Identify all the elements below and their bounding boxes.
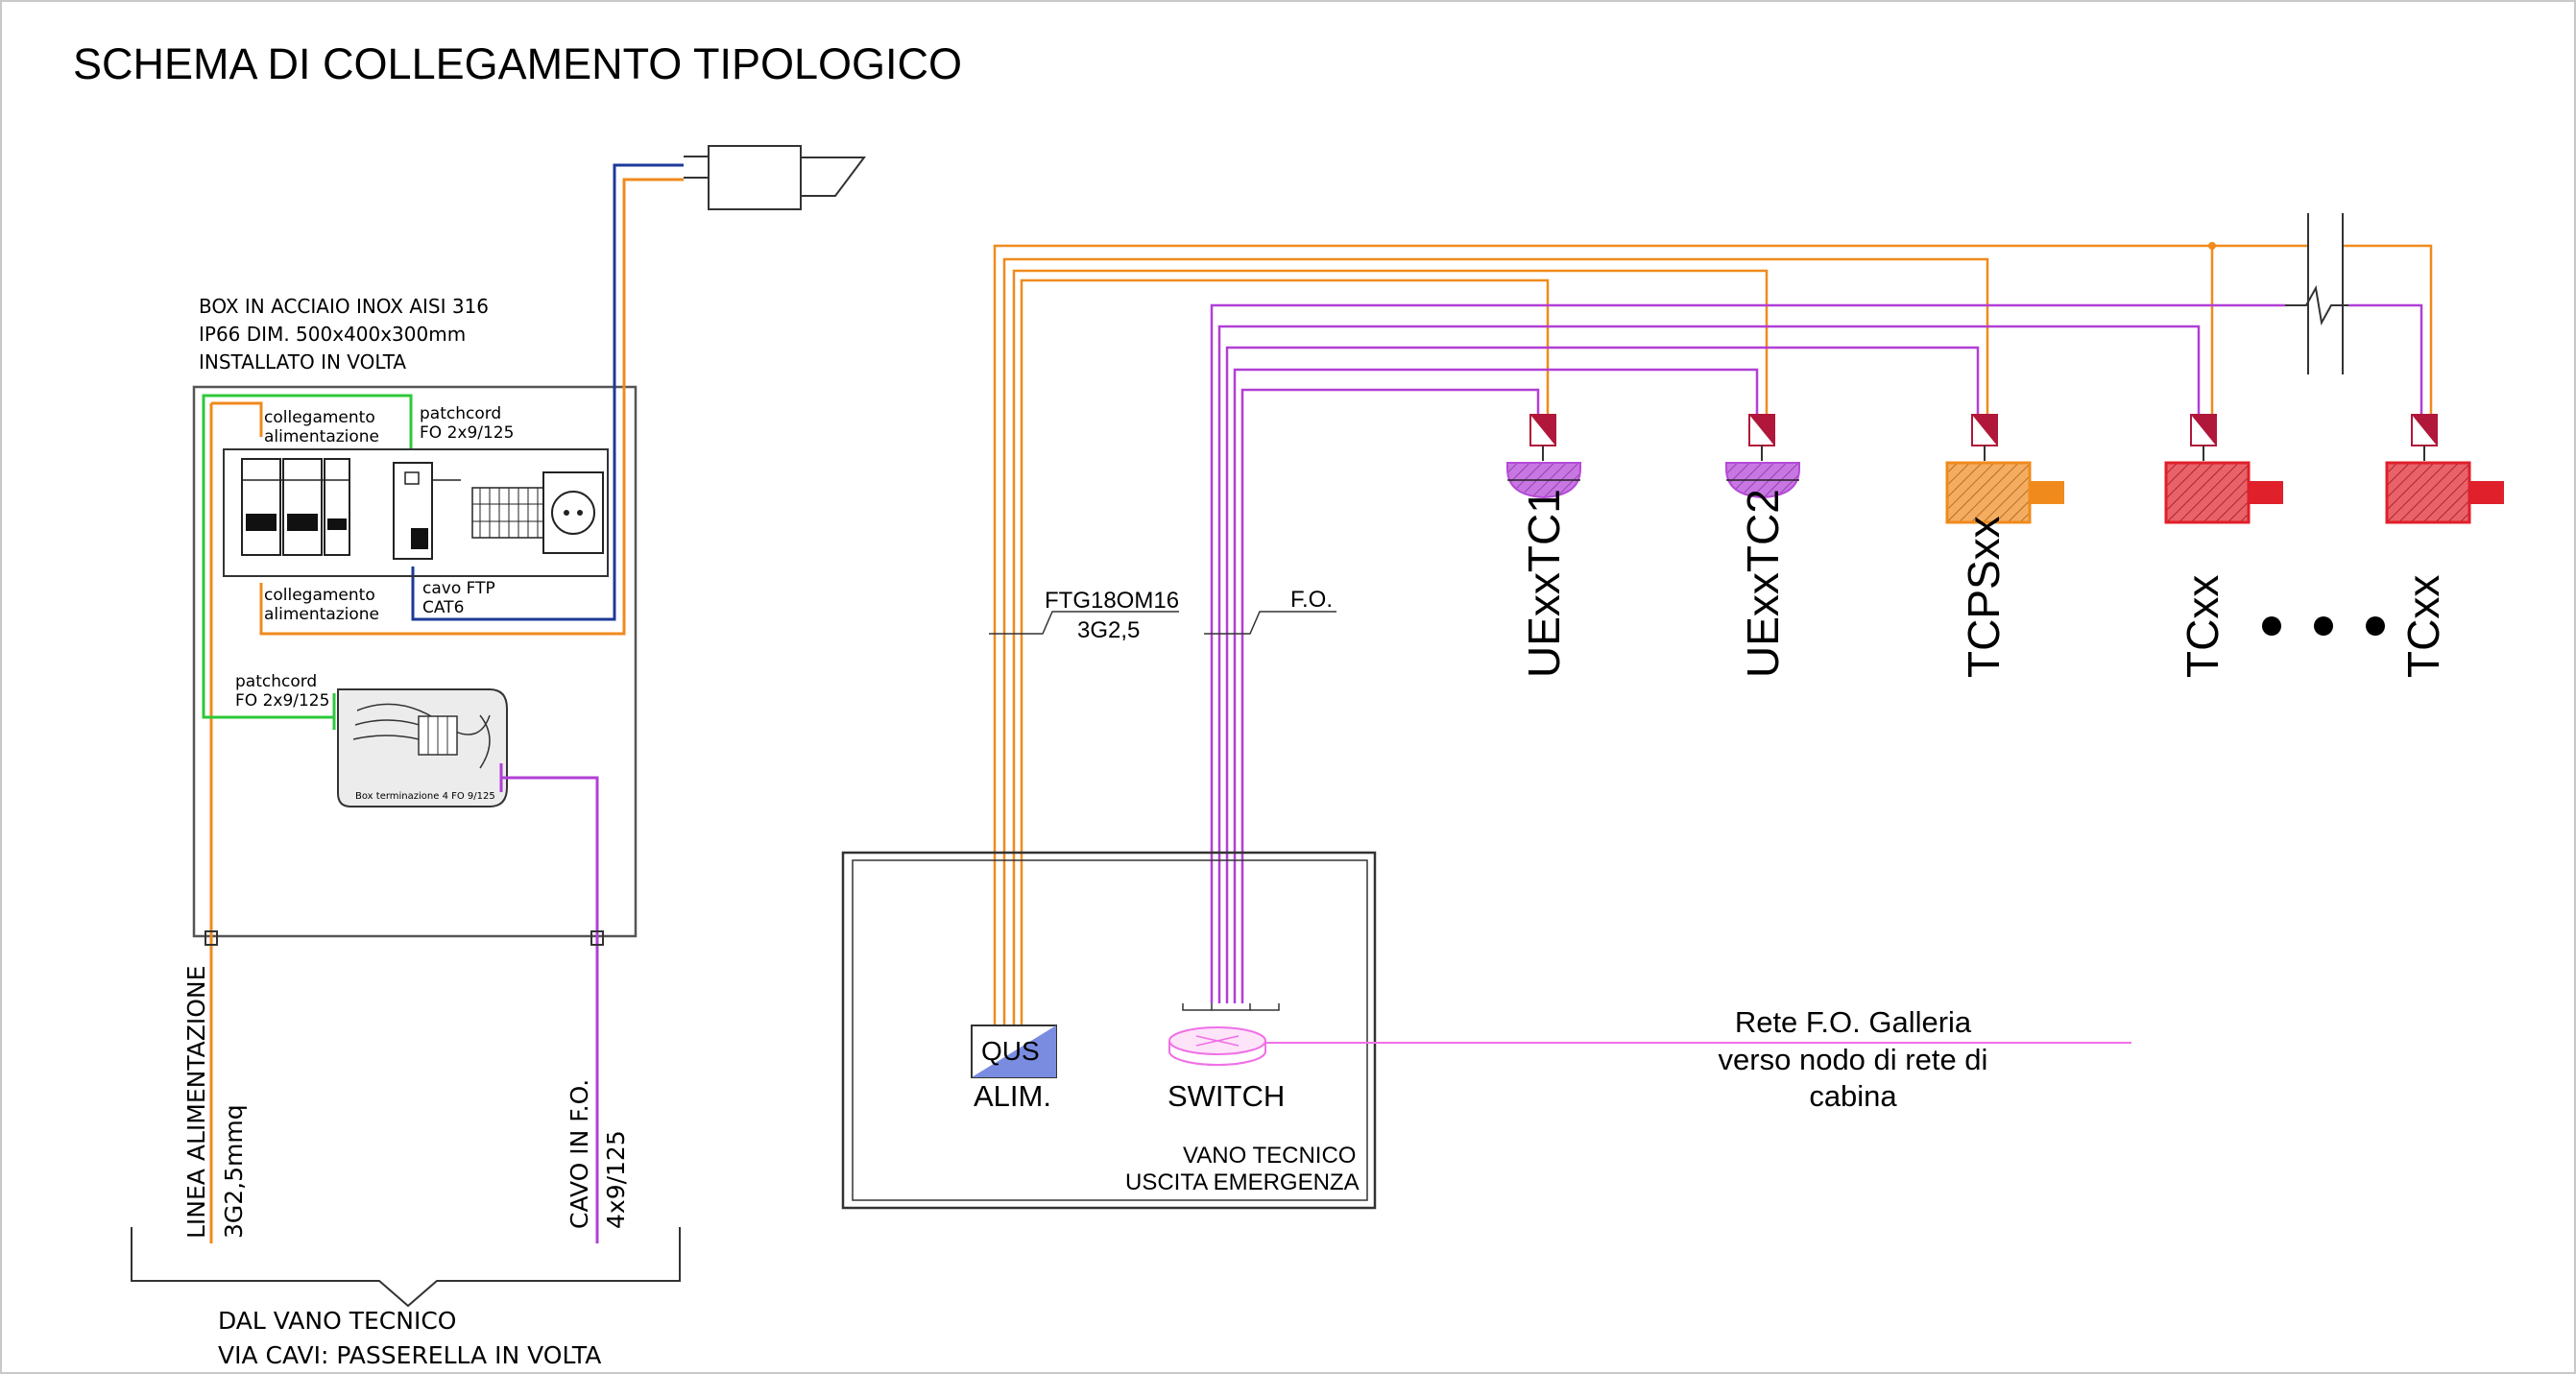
box-desc-line-2: IP66 DIM. 500x400x300mm: [199, 323, 466, 346]
device-label: UExxTC1: [1519, 489, 1569, 678]
origin-bracket: [131, 1227, 681, 1308]
qus-panel: QUS: [971, 1024, 1057, 1078]
device-tcxx-1: TCxx: [2164, 414, 2283, 678]
box-desc-line-1: BOX IN ACCIAIO INOX AISI 316: [199, 295, 489, 318]
device-tcxx-2: TCxx: [2385, 414, 2504, 678]
power-bus-label-2: 3G2,5: [1077, 617, 1140, 643]
circuit-breaker-2: [282, 458, 323, 556]
ftp-cable: [411, 163, 684, 621]
stainless-box: [192, 385, 638, 938]
alim-label: ALIM.: [974, 1079, 1051, 1113]
room-label-1: VANO TECNICO: [1183, 1143, 1356, 1169]
room-label-2: USCITA EMERGENZA: [1125, 1169, 1360, 1195]
fiber-input-cable: [499, 763, 599, 936]
power-line-label-1: LINEA ALIMENTAZIONE: [182, 966, 210, 1239]
network-label-2: verso nodo di rete di: [1719, 1043, 1988, 1076]
power-bus-label: FTG18OM16 3G2,5: [989, 588, 1179, 643]
din-rail-panel: [223, 448, 609, 577]
label-patchcord-top-1: patchcord: [420, 404, 501, 423]
device-uexxtc2: UExxTC2: [1725, 414, 1800, 678]
label-patchcord-left-2: FO 2x9/125: [235, 691, 329, 711]
device-label: TCxx: [2178, 575, 2227, 678]
fiber-bus: [1210, 303, 2423, 1003]
device-label: TCxx: [2398, 575, 2448, 678]
label-ftp-cable-2: CAT6: [422, 598, 464, 617]
fiber-bus-label-text: F.O.: [1290, 587, 1333, 613]
device-label: TCPSxx: [1959, 516, 2009, 678]
power-line-label-2: 3G2,5mmq: [220, 1104, 248, 1239]
box-desc-line-3: INSTALLATO IN VOLTA: [199, 350, 406, 374]
cable-gland-power: [205, 930, 218, 946]
diagram-title: SCHEMA DI COLLEGAMENTO TIPOLOGICO: [73, 39, 962, 88]
circuit-breaker-3: [324, 458, 350, 556]
origin-label-2: VIA CAVI: PASSERELLA IN VOLTA: [218, 1341, 601, 1369]
network-label-3: cabina: [1809, 1079, 1897, 1113]
fiber-bus-label: F.O.: [1204, 587, 1336, 635]
label-power-link-bottom-1: collegamento: [264, 586, 375, 605]
power-cable-top-link: [211, 401, 263, 437]
box-description: BOX IN ACCIAIO INOX AISI 316 IP66 DIM. 5…: [199, 295, 489, 374]
qus-label: QUS: [981, 1036, 1040, 1066]
origin-label-1: DAL VANO TECNICO: [218, 1307, 456, 1335]
patchcord-top: [202, 394, 413, 719]
terminal-blocks: [471, 487, 548, 539]
line-break-symbol: [2285, 213, 2348, 374]
switch-icon: [1168, 1003, 1280, 1066]
device-uexxtc1: UExxTC1: [1506, 414, 1581, 678]
power-bus-label-1: FTG18OM16: [1045, 588, 1179, 614]
circuit-breaker-1: [241, 458, 281, 556]
network-label-1: Rete F.O. Galleria: [1735, 1005, 1972, 1039]
label-power-link-top-2: alimentazione: [264, 427, 379, 446]
label-ftp-cable-1: cavo FTP: [422, 579, 495, 598]
power-bus: [993, 244, 2433, 1025]
power-bus-junction: [2208, 242, 2216, 250]
ellipsis-dots: [2262, 616, 2385, 636]
fiber-cable-label-2: 4x9/125: [602, 1130, 630, 1229]
termination-box-icon: Box terminazione 4 FO 9/125: [337, 688, 508, 808]
label-patchcord-top-2: FO 2x9/125: [420, 423, 514, 443]
camera-icon: [684, 145, 866, 210]
power-cable: [209, 178, 684, 1243]
technical-room: [841, 851, 1377, 1210]
device-label: UExxTC2: [1738, 489, 1788, 678]
termination-box-label: Box terminazione 4 FO 9/125: [355, 791, 495, 802]
fiber-cable-label-1: CAVO IN F.O.: [566, 1079, 593, 1229]
label-power-link-top-1: collegamento: [264, 408, 375, 427]
device-tcpsxx: TCPSxx: [1945, 414, 2064, 678]
cable-gland-fiber: [590, 930, 604, 946]
label-patchcord-left-1: patchcord: [235, 672, 317, 691]
label-power-link-bottom-2: alimentazione: [264, 605, 379, 624]
switch-label: SWITCH: [1168, 1079, 1285, 1113]
